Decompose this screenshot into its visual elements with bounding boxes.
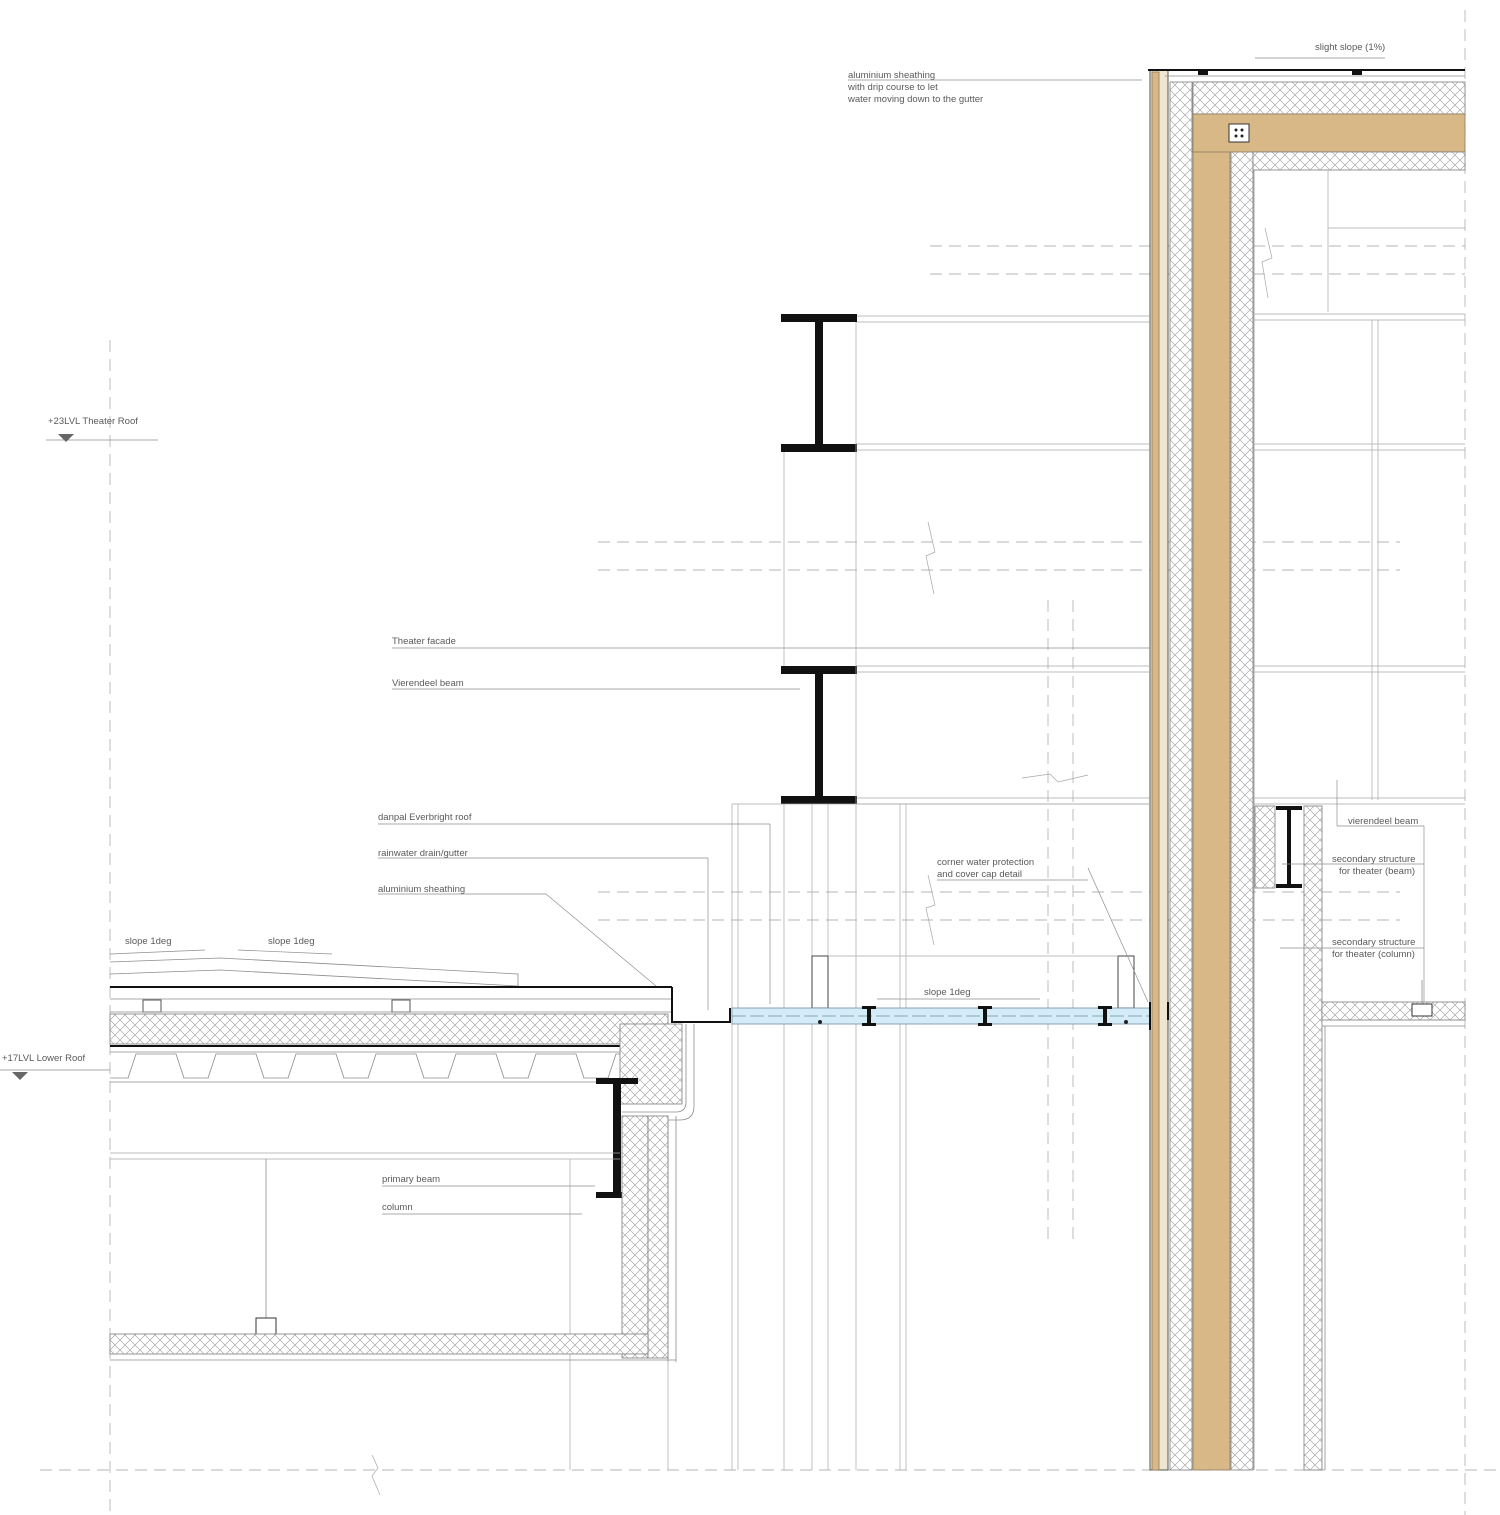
primary-beam-label: primary beam [382, 1174, 440, 1185]
aluminium-sheathing-top-line1: aluminium sheathing [848, 70, 935, 81]
grid-lines [40, 10, 1500, 1515]
column-label: column [382, 1202, 413, 1213]
annotation-labels: +23LVL Theater Roof +17LVL Lower Roof sl… [2, 42, 1418, 1213]
danpal-roof-label: danpal Everbright roof [378, 812, 472, 823]
secondary-column-line1: secondary structure [1332, 937, 1415, 948]
level-markers [0, 434, 158, 1080]
slope-label-left-1: slope 1deg [125, 936, 171, 947]
theater-facade-label: Theater facade [392, 636, 456, 647]
aluminium-sheathing-top-line2: with drip course to let [847, 82, 938, 93]
slope-label-center: slope 1deg [924, 987, 970, 998]
danpal-roof [731, 1002, 1169, 1030]
aluminium-sheathing-top-line3: water moving down to the gutter [847, 94, 983, 105]
vierendeel-beam-label: Vierendeel beam [392, 678, 464, 689]
corner-water-line2: and cover cap detail [937, 869, 1022, 880]
theater-wall [1148, 69, 1466, 1471]
slight-slope-label: slight slope (1%) [1315, 42, 1385, 53]
secondary-beam-line2: for theater (beam) [1339, 866, 1415, 877]
leader-lines [109, 57, 1425, 1215]
lower-roof [109, 957, 731, 1470]
slope-label-left-2: slope 1deg [268, 936, 314, 947]
vierendeel-beam-right-label: vierendeel beam [1348, 816, 1418, 827]
corner-water-line1: corner water protection [937, 857, 1034, 868]
rainwater-drain-label: rainwater drain/gutter [378, 848, 468, 859]
aluminium-sheathing-label: aluminium sheathing [378, 884, 465, 895]
theater-roof-level-label: +23LVL Theater Roof [48, 416, 138, 427]
secondary-beam-line1: secondary structure [1332, 854, 1415, 865]
secondary-column-line2: for theater (column) [1332, 949, 1415, 960]
lower-roof-level-label: +17LVL Lower Roof [2, 1053, 86, 1064]
vierendeel-beam [731, 314, 1150, 1470]
